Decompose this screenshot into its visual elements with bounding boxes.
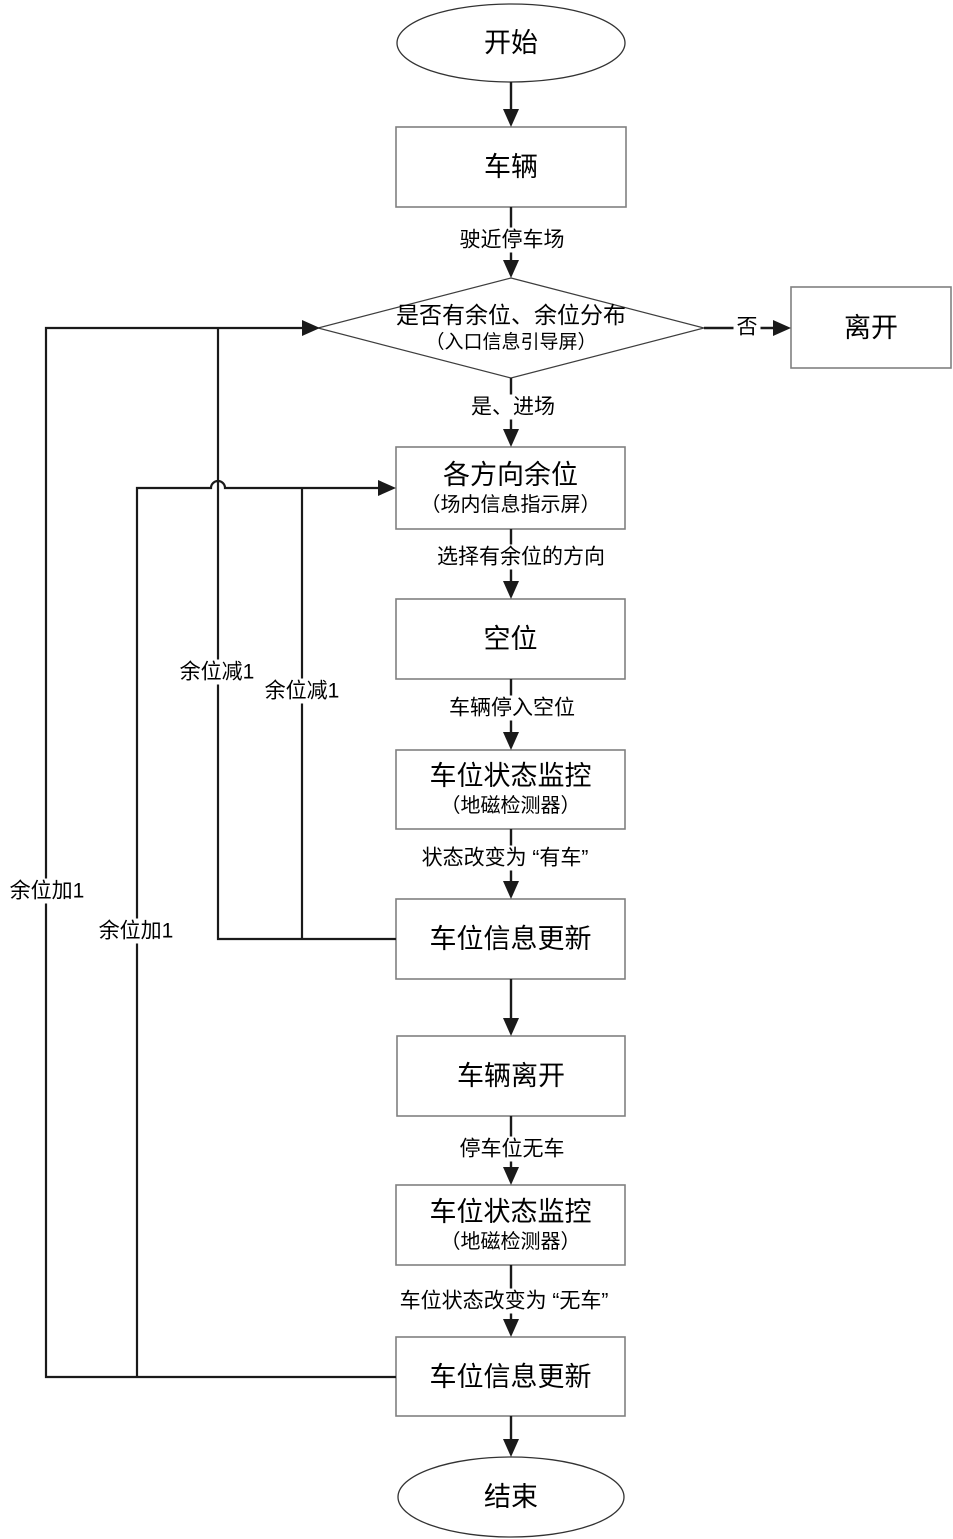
update-in-box bbox=[395, 898, 626, 980]
end-ellipse bbox=[397, 1456, 625, 1538]
monitor-out-box bbox=[395, 1184, 626, 1266]
arrowhead-into-empty bbox=[503, 581, 519, 599]
arrowhead-into-update-in bbox=[503, 881, 519, 899]
arrowhead-feedback-into-directions bbox=[378, 480, 396, 496]
directions-box bbox=[395, 446, 626, 530]
arrowhead-into-decision-top bbox=[503, 260, 519, 278]
arrowhead-into-update-out bbox=[503, 1319, 519, 1337]
arrowhead-into-monitor-in bbox=[503, 732, 519, 750]
leave-box bbox=[790, 286, 952, 369]
empty-spot-box bbox=[395, 598, 626, 680]
arrowhead-into-end bbox=[503, 1439, 519, 1457]
vehicle-leave-box bbox=[396, 1035, 626, 1117]
arrowhead-into-monitor-out bbox=[503, 1167, 519, 1185]
arrowhead-into-vehicle bbox=[503, 109, 519, 127]
start-ellipse bbox=[396, 3, 626, 83]
monitor-in-box bbox=[395, 749, 626, 830]
vehicle-box bbox=[395, 126, 627, 208]
feedback-line-minus-to-decision bbox=[216, 328, 396, 941]
update-out-box bbox=[395, 1336, 626, 1417]
arrowhead-feedback-into-decision bbox=[302, 320, 320, 336]
arrowhead-into-directions-top bbox=[503, 429, 519, 447]
feedback-line-plus-to-directions bbox=[135, 479, 380, 1377]
decision-diamond bbox=[315, 277, 707, 379]
arrowhead-into-leave bbox=[773, 320, 791, 336]
feedback-line-plus-to-decision bbox=[44, 326, 396, 1379]
arrowhead-into-vehicle-leave bbox=[503, 1018, 519, 1036]
